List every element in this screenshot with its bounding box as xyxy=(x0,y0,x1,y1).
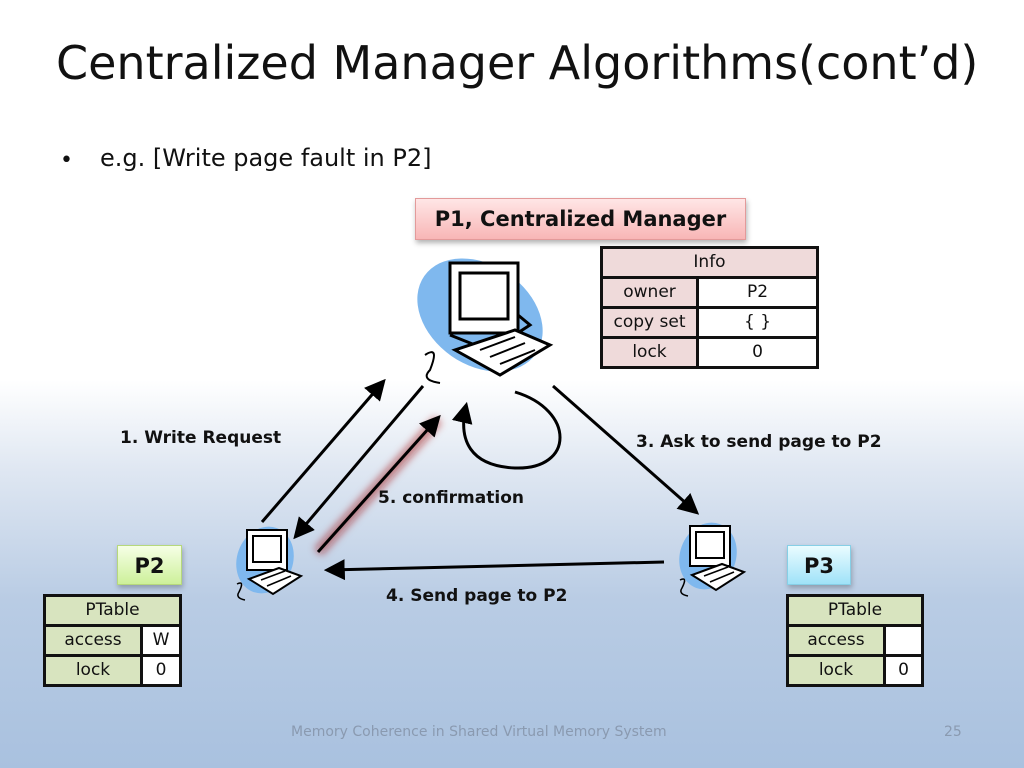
info-value-copy-set: { } xyxy=(696,306,819,339)
arrow-ask-send-page xyxy=(552,384,700,515)
manager-label: P1, Centralized Manager xyxy=(415,198,746,240)
computer-icon-p3 xyxy=(679,522,747,597)
step3-label: 3. Ask to send page to P2 xyxy=(636,432,882,452)
info-key-lock: lock xyxy=(600,336,699,369)
computer-icon-manager xyxy=(417,258,554,384)
arrow-write-request xyxy=(260,378,386,523)
p2-value-lock: 0 xyxy=(140,654,182,687)
info-value-owner: P2 xyxy=(696,276,819,309)
bullet-dot: • xyxy=(60,148,73,173)
p3-ptable: PTable access lock 0 xyxy=(786,594,924,687)
arrow-to-p2 xyxy=(293,385,425,540)
computer-icon-p2 xyxy=(236,526,304,601)
p2-ptable-header: PTable xyxy=(43,594,182,627)
step1-label: 1. Write Request xyxy=(120,428,282,448)
info-header: Info xyxy=(600,246,819,279)
info-table: Info owner P2 copy set { } lock 0 xyxy=(600,246,819,369)
slide-title: Centralized Manager Algorithms(cont’d) xyxy=(56,36,979,90)
p2-ptable: PTable access W lock 0 xyxy=(43,594,182,687)
info-key-copy-set: copy set xyxy=(600,306,699,339)
bullet-text: e.g. [Write page fault in P2] xyxy=(100,144,432,172)
p3-value-access xyxy=(883,624,924,657)
p3-value-lock: 0 xyxy=(883,654,924,687)
arrow-send-page xyxy=(323,559,665,581)
p3-key-lock: lock xyxy=(786,654,886,687)
p2-label: P2 xyxy=(117,545,182,585)
info-key-owner: owner xyxy=(600,276,699,309)
arrow-self-loop xyxy=(451,390,562,470)
p3-ptable-header: PTable xyxy=(786,594,924,627)
p3-label: P3 xyxy=(787,545,851,585)
page-number: 25 xyxy=(944,724,962,740)
step5-label: 5. confirmation xyxy=(378,488,524,508)
p2-key-lock: lock xyxy=(43,654,143,687)
arrow-confirmation xyxy=(316,414,441,554)
p3-key-access: access xyxy=(786,624,886,657)
info-value-lock: 0 xyxy=(696,336,819,369)
footer-text: Memory Coherence in Shared Virtual Memor… xyxy=(291,724,667,740)
p2-key-access: access xyxy=(43,624,143,657)
p2-value-access: W xyxy=(140,624,182,657)
step4-label: 4. Send page to P2 xyxy=(386,586,568,606)
